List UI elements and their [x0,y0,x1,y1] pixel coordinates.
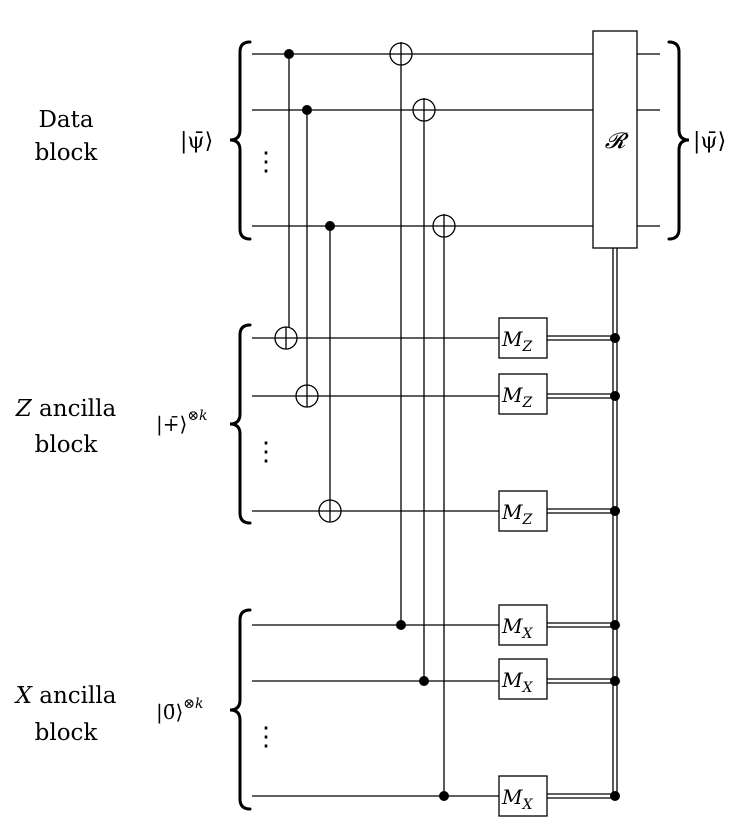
cnot-x1-control-dot [396,620,406,630]
cnot-x2-target [412,98,436,122]
cnot-z1-target [274,326,298,350]
classical-dot-mz2 [610,391,620,401]
cnot-x3-target [432,214,456,238]
cnot-x2-control-dot [419,676,429,686]
z-ancilla-ellipsis: ⋮ [253,437,279,467]
cnot-z1-control-dot [284,49,294,59]
x-ancilla-block-label-line1: X ancilla [14,683,117,709]
x-ancilla-word: ancilla [32,683,117,709]
mz2-base: M [501,383,523,407]
data-block-label-line2: block [35,140,99,166]
mx2-label: MX [501,668,533,696]
data-left-brace [229,40,252,241]
cnot-x3-control-dot [439,791,449,801]
mz1-label: MZ [501,327,532,355]
mz3-box [498,490,548,532]
z-letter: Z [15,396,33,422]
cnot-z3-target [318,499,342,523]
mx3-label: MX [501,785,533,813]
x-ket-base: |0̄⟩ [156,700,183,725]
data-block-label-line1: Data [38,107,93,133]
mz3-label: MZ [501,500,532,528]
recovery-gate [592,30,638,249]
data-right-brace [667,40,690,241]
z-ancilla-block-label-line2: block [35,432,99,458]
x-letter: X [14,683,34,709]
cnot-z2-target [295,384,319,408]
mx3-sub: X [521,797,533,813]
mx3-base: M [501,785,523,809]
cnot-x1-target [389,42,413,66]
z-ancilla-state-ket: |+̄⟩⊗k [156,408,208,437]
classical-dot-mx2 [610,676,620,686]
x-ancilla-left-brace [229,608,252,811]
mz2-label: MZ [501,383,532,411]
mz3-base: M [501,500,523,524]
x-ket-exponent: ⊗k [183,696,203,712]
mx2-box [498,658,548,700]
cnot-z2-control-dot [302,105,312,115]
classical-dot-mz3 [610,506,620,516]
mx2-base: M [501,668,523,692]
z-ket-base: |+̄⟩ [156,412,187,437]
data-state-ket-out: |ψ̄⟩ [693,129,726,154]
cnot-z3-control-dot [325,221,335,231]
mx1-box [498,604,548,646]
mx1-base: M [501,614,523,638]
z-ancilla-block-label-line1: Z ancilla [15,396,117,422]
classical-dot-mz1 [610,333,620,343]
mx3-box [498,775,548,817]
mx1-label: MX [501,614,533,642]
x-ancilla-ellipsis: ⋮ [253,722,279,752]
x-ancilla-block-label-line2: block [35,720,99,746]
data-state-ket-in: |ψ̄⟩ [180,129,213,154]
mz1-base: M [501,327,523,351]
mx2-sub: X [521,680,533,696]
z-ancilla-word: ancilla [32,396,117,422]
recovery-gate-label: 𝓡 [605,129,629,154]
mx1-sub: X [521,626,533,642]
classical-dot-mx3 [610,791,620,801]
data-ellipsis: ⋮ [253,147,279,177]
mz1-sub: Z [521,339,532,355]
mz1-box [498,317,548,359]
classical-dot-mx1 [610,620,620,630]
x-ancilla-state-ket: |0̄⟩⊗k [156,696,203,725]
z-ancilla-left-brace [229,323,252,525]
z-ket-exponent: ⊗k [187,408,207,424]
mz2-box [498,373,548,415]
mz2-sub: Z [521,395,532,411]
mz3-sub: Z [521,512,532,528]
